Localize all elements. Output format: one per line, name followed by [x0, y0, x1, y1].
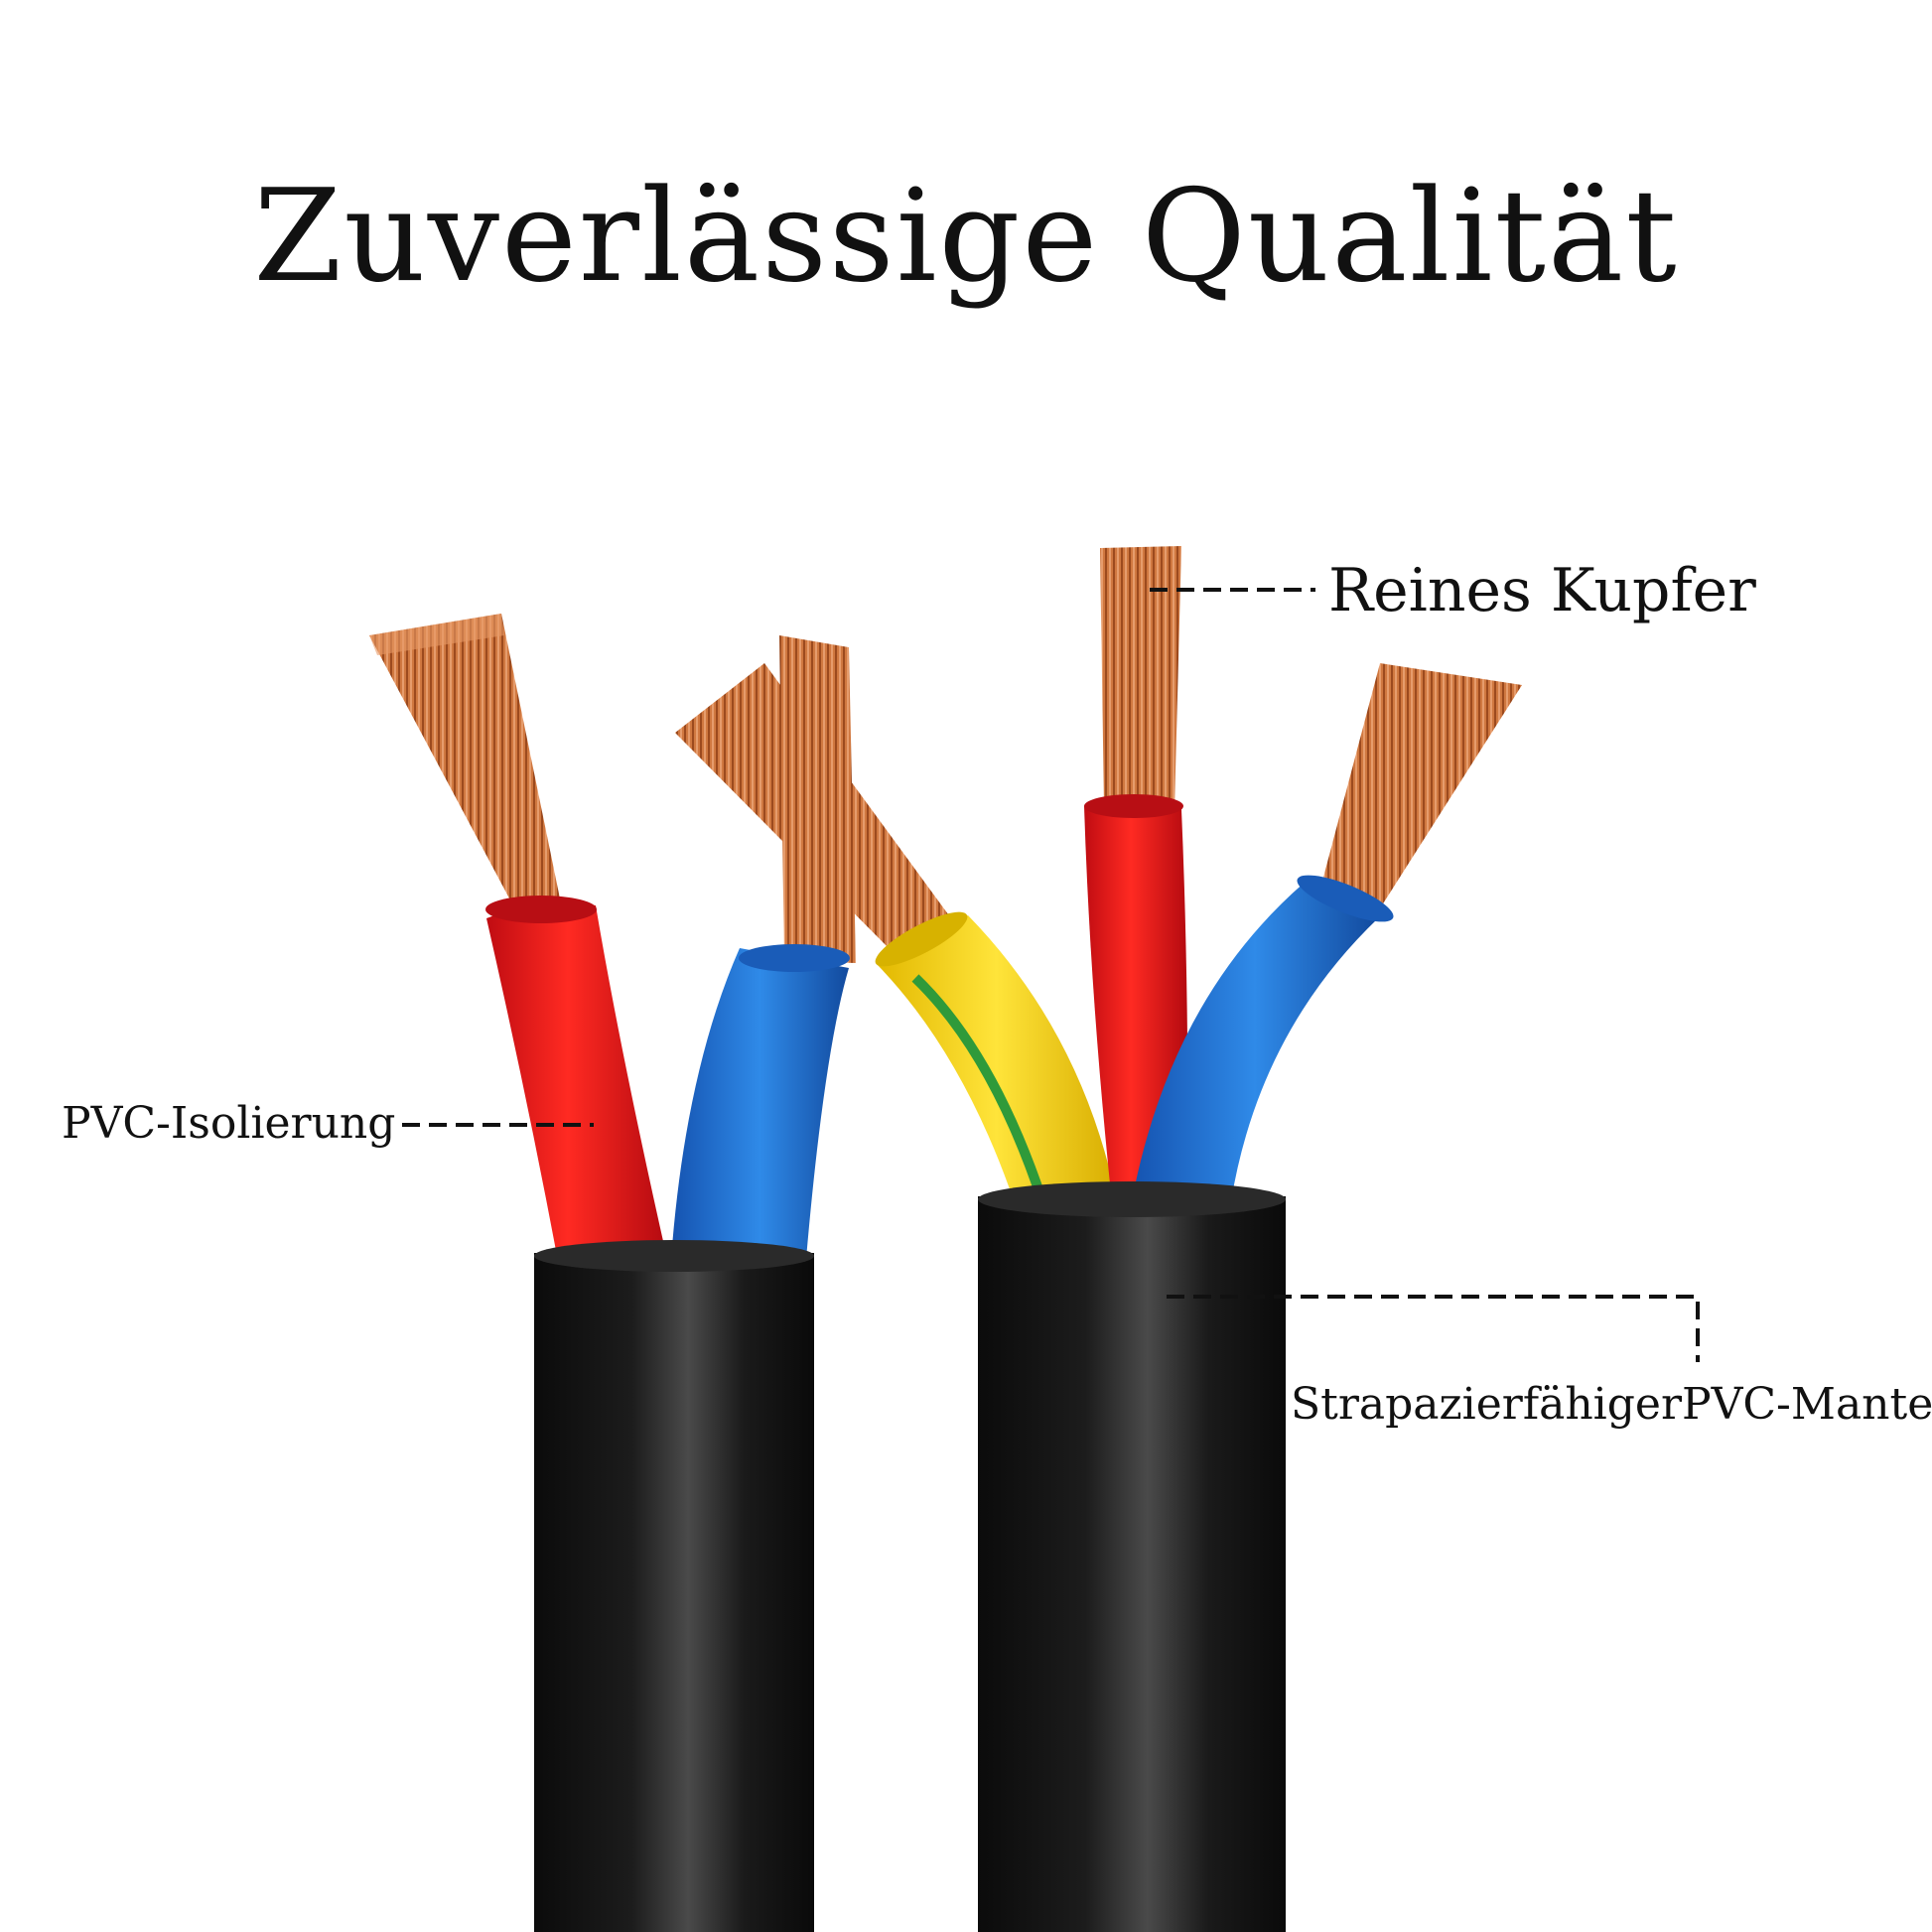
left-red-copper	[369, 614, 561, 911]
right-red-copper	[1100, 546, 1181, 809]
right-blue-wire	[1132, 876, 1378, 1201]
copper-label: Reines Kupfer	[1328, 556, 1756, 625]
left-cable-jacket	[534, 1240, 814, 1932]
page-title: Zuverlässige Qualität	[253, 163, 1679, 311]
insulation-label: PVC-Isolierung	[62, 1098, 396, 1149]
jacket-leader-line	[1167, 1295, 1700, 1362]
yellow-green-copper	[675, 663, 951, 953]
jacket-label: StrapazierfähigerPVC-Mantel	[1291, 1379, 1932, 1430]
left-blue-wire	[671, 948, 849, 1259]
yellow-green-wire	[876, 915, 1117, 1203]
right-cable-jacket	[978, 1181, 1286, 1932]
right-blue-copper	[1320, 663, 1522, 908]
left-red-wire	[486, 903, 667, 1261]
